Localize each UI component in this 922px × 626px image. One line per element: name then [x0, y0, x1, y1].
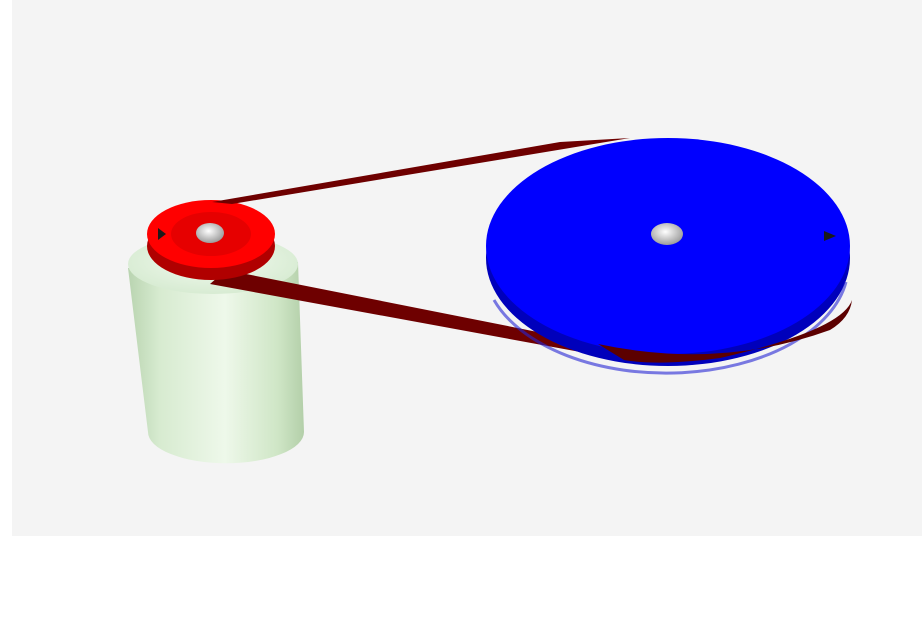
- belt-wrap-large-pulley: [598, 300, 852, 363]
- small-pulley-hub: [196, 223, 224, 243]
- large-pulley-hub: [651, 223, 683, 245]
- small-pulley: [147, 200, 275, 280]
- belt-lower-strand: [210, 270, 624, 360]
- belt-upper-strand: [212, 138, 630, 204]
- large-pulley-marker: [824, 231, 836, 241]
- large-pulley: [486, 138, 850, 375]
- small-pulley-marker: [158, 228, 166, 240]
